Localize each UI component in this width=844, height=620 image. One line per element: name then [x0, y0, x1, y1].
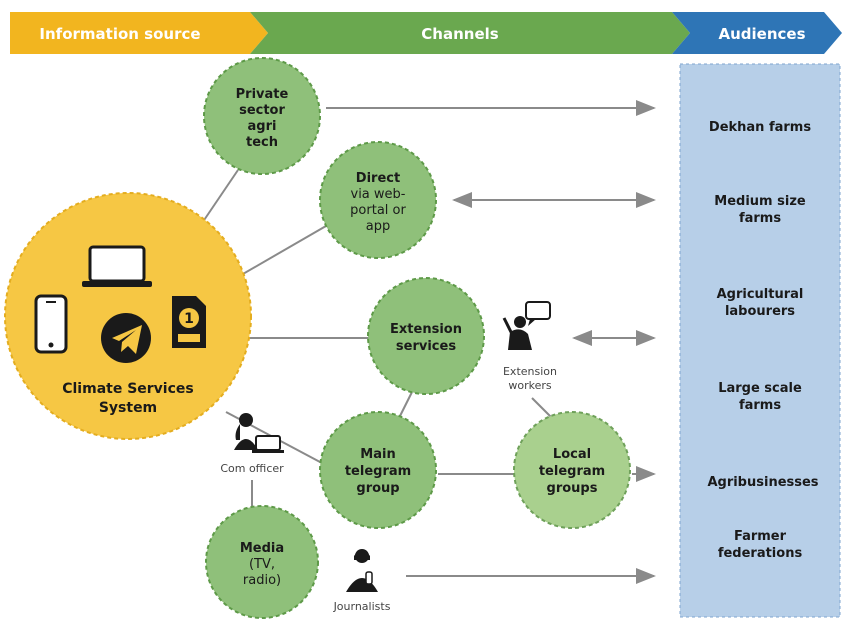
audience-medium-farms-line2: farms — [739, 211, 781, 226]
comm-officer: Com officer — [220, 413, 284, 475]
telegram-icon — [101, 313, 151, 363]
main-telegram-circle — [319, 411, 437, 529]
extension-workers: Extension workers — [502, 301, 557, 392]
private-line1: Private — [236, 87, 289, 102]
audience-agricultural-labourers-line1: Agricultural — [717, 287, 804, 302]
private-line2: sector — [239, 103, 285, 118]
channel-local-telegram: Local telegram groups — [513, 411, 631, 529]
audience-agribusinesses: Agribusinesses — [707, 475, 818, 490]
main-telegram-line3: group — [356, 481, 399, 496]
channel-direct: Direct via web- portal or app — [319, 141, 437, 259]
audience-farmer-federations-line2: federations — [718, 546, 803, 561]
laptop-icon — [82, 245, 152, 287]
audiences-label: Audiences — [718, 25, 805, 43]
main-telegram-line2: telegram — [345, 464, 411, 479]
channels-label: Channels — [421, 25, 498, 43]
audience-medium-farms-line1: Medium size — [714, 194, 806, 209]
direct-line1: Direct — [356, 171, 400, 186]
local-telegram-line3: groups — [547, 481, 598, 496]
local-telegram-line2: telegram — [539, 464, 605, 479]
connector-lines — [195, 100, 656, 584]
source-label-line1: Climate Services — [62, 381, 194, 397]
channel-media: Media (TV, radio) — [205, 505, 319, 619]
sim-app-icon: 1 — [172, 296, 206, 348]
media-line3: radio) — [243, 573, 281, 588]
svg-text:1: 1 — [184, 311, 194, 327]
journalist-icon — [346, 549, 378, 592]
audience-list: Dekhan farms Medium size farms Agricultu… — [707, 120, 818, 561]
audience-agricultural-labourers-line2: labourers — [725, 304, 795, 319]
media-line2: (TV, — [249, 557, 275, 572]
direct-circle — [319, 141, 437, 259]
audience-large-farms-line1: Large scale — [718, 381, 802, 396]
audience-panel — [679, 63, 841, 618]
source-label-line2: System — [99, 400, 157, 416]
channel-extension-services: Extension services — [367, 277, 485, 395]
direct-line4: app — [366, 219, 390, 234]
line-source-direct — [235, 225, 327, 279]
private-line4: tech — [246, 135, 278, 150]
comm-officer-label: Com officer — [220, 462, 284, 475]
header-bar: Information source Channels Audiences — [10, 12, 842, 54]
direct-line3: portal or — [350, 203, 406, 218]
extension-workers-line1: Extension — [503, 365, 557, 378]
climate-services-system: 1 Climate Services System — [4, 192, 252, 440]
local-telegram-circle — [513, 411, 631, 529]
line-extension-main-telegram — [397, 391, 413, 421]
private-sector-circle — [203, 57, 321, 175]
private-line3: agri — [248, 119, 277, 134]
extension-worker-icon — [502, 301, 551, 350]
main-telegram-line1: Main — [360, 447, 395, 462]
journalists-label: Journalists — [333, 600, 391, 613]
audience-large-farms-line2: farms — [739, 398, 781, 413]
comm-officer-icon — [234, 413, 284, 453]
smartphone-icon — [34, 294, 68, 354]
extension-workers-line2: workers — [508, 379, 552, 392]
direct-line2: via web- — [351, 187, 406, 202]
journalists: Journalists — [333, 549, 391, 613]
audience-farmer-federations-line1: Farmer — [734, 529, 787, 544]
information-source-label: Information source — [39, 25, 200, 43]
media-circle — [205, 505, 319, 619]
channels-arrow — [250, 12, 690, 54]
audiences-arrow — [672, 12, 842, 54]
information-source-arrow — [10, 12, 268, 54]
channel-private-sector: Private sector agri tech — [203, 57, 321, 175]
media-line1: Media — [240, 541, 284, 556]
audience-dekhan-farms: Dekhan farms — [709, 120, 811, 135]
extension-services-circle — [367, 277, 485, 395]
extension-line1: Extension — [390, 322, 462, 337]
extension-line2: services — [396, 339, 456, 354]
local-telegram-line1: Local — [553, 447, 591, 462]
channel-main-telegram: Main telegram group — [319, 411, 437, 529]
